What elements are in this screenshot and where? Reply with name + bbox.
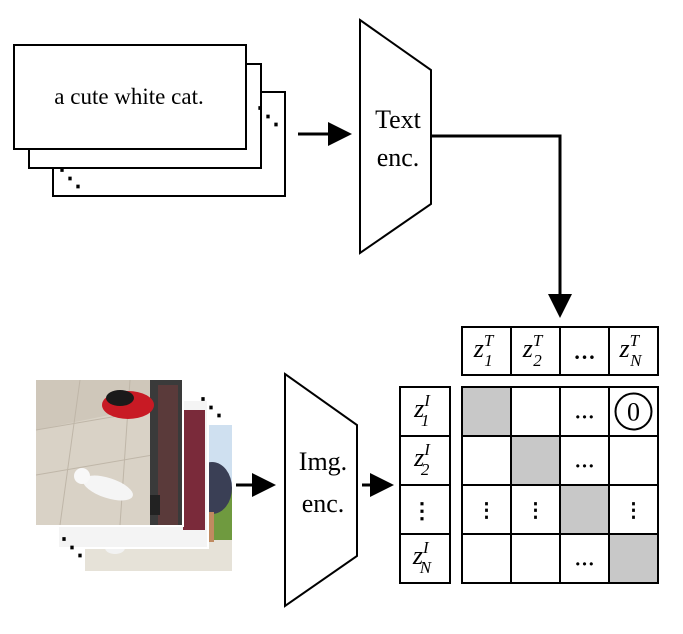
matrix-cell — [510, 533, 561, 584]
image-front-border — [34, 378, 184, 527]
image-embedding-ellipsis: ⋮ — [411, 498, 433, 523]
text-embedding-cell — [559, 326, 610, 376]
image-encoder-label-line1: Img. — [299, 447, 347, 476]
matrix-cell-positive — [461, 386, 512, 437]
matrix-cell — [510, 386, 561, 437]
text-card-front — [13, 44, 247, 150]
matrix-ellipsis: ⋮ — [526, 500, 546, 522]
text-input-stack: a cute white cat. ⋱ ⋱ — [13, 44, 286, 197]
image-input-stack: ⋱ ⋱ — [34, 378, 232, 571]
matrix-cell-positive — [510, 435, 561, 486]
text-embedding-ellipsis: … — [574, 339, 596, 364]
matrix-cell — [559, 435, 610, 486]
image-front-photo — [36, 380, 182, 525]
matrix-ellipsis: … — [575, 451, 595, 473]
image-embedding-cell — [399, 435, 451, 486]
matrix-cell — [461, 435, 512, 486]
matrix-cell — [461, 484, 512, 535]
image-encoder: Img. enc. — [284, 372, 358, 608]
image-embedding-cell — [399, 386, 451, 437]
text-encoder-label-line1: Text — [375, 105, 422, 134]
image-stack-ellipsis-bottom: ⋱ — [60, 535, 84, 561]
matrix-ellipsis: ⋮ — [477, 500, 497, 522]
image-embedding-cell — [399, 533, 451, 584]
matrix-zero-value: 0 — [627, 398, 640, 427]
matrix-cell — [608, 484, 659, 535]
text-encoder: Text enc. — [359, 18, 432, 255]
arrow-text-encoder-to-embeddings — [431, 134, 572, 318]
zero-circle — [614, 392, 653, 431]
matrix-ellipsis: … — [575, 549, 595, 571]
matrix-cell — [608, 435, 659, 486]
text-embedding-cell — [608, 326, 659, 376]
image-stack-ellipsis-right: ⋱ — [199, 395, 223, 421]
matrix-cell — [461, 533, 512, 584]
matrix-ellipsis: ⋮ — [624, 500, 644, 522]
text-stack-ellipsis-right: ⋱ — [256, 104, 280, 130]
similarity-matrix: … 0 … ⋮ ⋮ ⋮ … — [461, 386, 659, 584]
cat-shape — [83, 475, 133, 501]
text-stack-ellipsis-bottom: ⋱ — [58, 166, 82, 192]
matrix-cell — [559, 533, 610, 584]
matrix-cell-positive — [608, 533, 659, 584]
image-encoder-label-line2: enc. — [302, 489, 345, 518]
text-caption: a cute white cat. — [54, 84, 203, 109]
text-encoder-trapezoid — [359, 18, 432, 255]
image-encoder-trapezoid — [284, 372, 358, 608]
text-encoder-label-line2: enc. — [377, 143, 420, 172]
text-embedding-cell — [461, 326, 512, 376]
matrix-ellipsis: … — [575, 402, 595, 424]
matrix-cell-positive — [559, 484, 610, 535]
